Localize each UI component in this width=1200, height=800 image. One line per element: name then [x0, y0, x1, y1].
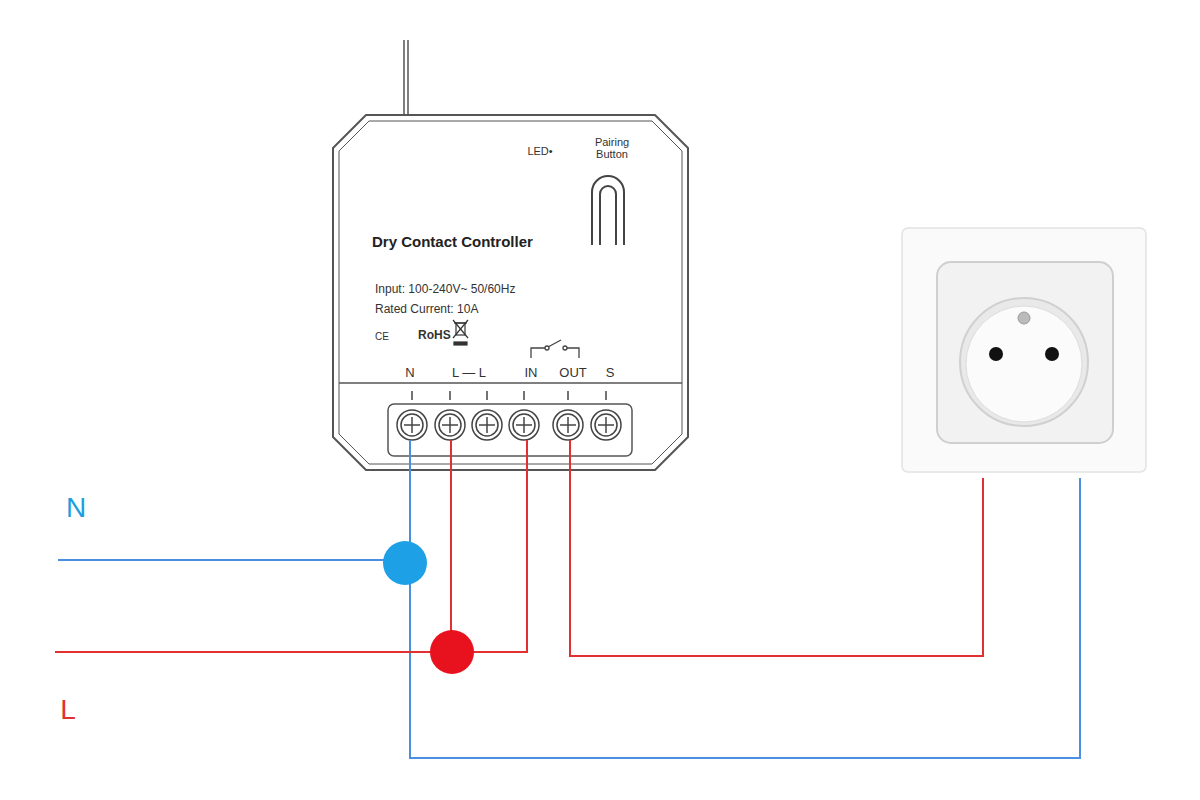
live-wire: [452, 440, 527, 652]
neutral-junction: [383, 541, 427, 585]
screw-terminals: [397, 391, 621, 440]
live-wire: [450, 440, 452, 652]
neutral-wire: [58, 559, 405, 561]
neutral-label: N: [66, 492, 86, 524]
live-junction: [430, 630, 474, 674]
terminal-label: OUT: [559, 366, 586, 381]
wires: [55, 440, 1080, 758]
terminal-label: L — L: [452, 366, 486, 381]
terminal-label: N: [405, 366, 414, 381]
current-rating: Rated Current: 10A: [375, 303, 478, 317]
input-rating: Input: 100-240V~ 50/60Hz: [375, 283, 515, 297]
power-socket: [902, 228, 1146, 472]
rohs-mark: RoHS: [418, 329, 451, 343]
live-wire: [55, 651, 452, 653]
product-title: Dry Contact Controller: [372, 233, 533, 250]
controller-module: Dry Contact ControllerInput: 100-240V~ 5…: [333, 115, 688, 470]
weee-bin-icon: [453, 320, 468, 345]
pairing-button: [592, 176, 624, 245]
neutral-wire: [410, 440, 1080, 758]
terminal-label: S: [606, 366, 615, 381]
live-label: L: [60, 694, 76, 726]
ce-mark: CE: [375, 331, 389, 343]
pairing-button-label: Pairing Button: [587, 137, 637, 160]
relay-switch-symbol: [531, 340, 579, 358]
controller-housing: [333, 115, 688, 470]
led-indicator-label: LED•: [527, 145, 552, 158]
terminal-label: IN: [525, 366, 538, 381]
